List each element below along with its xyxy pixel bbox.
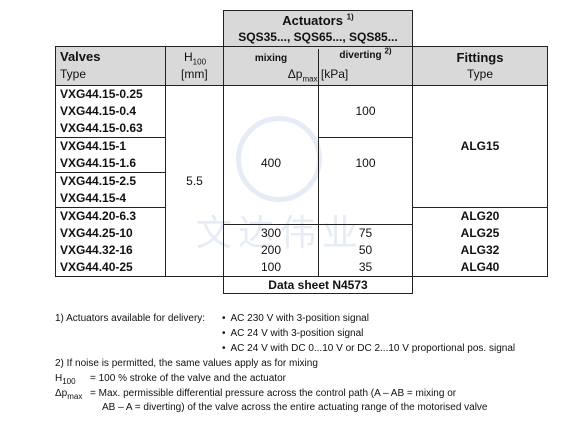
col-fittings-type: Type: [466, 67, 493, 81]
footnote-1-label: 1) Actuators available for delivery:: [55, 313, 206, 324]
fitting-type: ALG20: [460, 209, 500, 223]
footnote-2: 2) If noise is permitted, the same value…: [55, 358, 318, 369]
mixing-value: 300: [260, 226, 282, 240]
table-border: [165, 46, 166, 276]
table-border: [318, 137, 413, 138]
valve-type: VXG44.32-16: [60, 243, 133, 257]
valve-type: VXG44.15-1.6: [60, 156, 137, 170]
table-border: [223, 10, 413, 11]
table-border: [412, 10, 413, 46]
col-dp-header: Δpmax [kPa]: [287, 67, 349, 84]
table-border: [412, 46, 413, 293]
valve-type: VXG44.40-25: [60, 260, 133, 274]
table-border: [223, 46, 224, 293]
footnote-1-item: • AC 24 V with DC 0...10 V or DC 2...10 …: [222, 343, 516, 354]
table-border: [55, 172, 166, 173]
footnote-1-item: • AC 24 V with 3-position signal: [222, 328, 364, 339]
table-border: [55, 207, 166, 208]
data-sheet-reference: Data sheet N4573: [268, 278, 368, 292]
valve-type: VXG44.20-6.3: [60, 209, 137, 223]
table-border: [318, 49, 319, 224]
dp-definition: = Max. permissible differential pressure…: [90, 388, 457, 399]
valve-type: VXG44.15-0.4: [60, 104, 137, 118]
col-valves-header: Valves: [60, 49, 101, 64]
col-h-unit: [mm]: [181, 67, 208, 81]
fitting-type: ALG25: [460, 226, 500, 240]
valve-type: VXG44.15-2.5: [60, 174, 137, 188]
col-valves-type: Type: [60, 67, 87, 81]
table-border: [55, 276, 548, 277]
mixing-value: 400: [260, 156, 282, 170]
table-border: [547, 46, 548, 276]
actuators-header: Actuators 1): [282, 12, 354, 28]
table-border: [55, 85, 548, 86]
valve-type: VXG44.15-4: [60, 191, 127, 205]
valve-type: VXG44.25-10: [60, 226, 133, 240]
h100-value: 5.5: [186, 174, 203, 188]
table-border: [55, 137, 166, 138]
table-border: [412, 207, 548, 208]
fitting-type: ALG32: [460, 243, 500, 257]
mixing-value: 100: [260, 260, 282, 274]
actuators-models: SQS35..., SQS65..., SQS85...: [238, 30, 398, 44]
footnote-1-item: • AC 230 V with 3-position signal: [222, 313, 369, 324]
diverting-value: 100: [355, 104, 376, 118]
col-mixing-header: mixing: [254, 53, 288, 64]
dp-definition-continued: AB – A = diverting) of the valve across …: [102, 402, 488, 413]
h100-definition: = 100 % stroke of the valve and the actu…: [90, 373, 286, 384]
watermark-logo: [236, 116, 322, 202]
diverting-value: 100: [355, 156, 376, 170]
col-h-header: H100: [184, 50, 207, 67]
valve-type: VXG44.15-1: [60, 139, 127, 153]
valve-type: VXG44.15-0.25: [60, 87, 143, 101]
diverting-value: 50: [358, 243, 373, 257]
h100-symbol: H100: [55, 373, 76, 386]
header-background-main: [55, 46, 548, 85]
valve-type: VXG44.15-0.63: [60, 121, 143, 135]
mixing-value: 200: [260, 243, 282, 257]
table-border: [318, 224, 319, 276]
table-border: [55, 46, 56, 276]
table-border: [223, 293, 413, 294]
diverting-value: 35: [358, 260, 373, 274]
fitting-type: ALG40: [460, 260, 500, 274]
col-diverting-header: diverting 2): [339, 46, 392, 61]
dp-symbol: Δpmax: [55, 388, 83, 401]
col-fittings-header: Fittings: [456, 50, 504, 65]
table-border: [223, 10, 224, 46]
diverting-value: 75: [358, 226, 373, 240]
fitting-type: ALG15: [460, 139, 500, 153]
table-border: [55, 46, 548, 47]
